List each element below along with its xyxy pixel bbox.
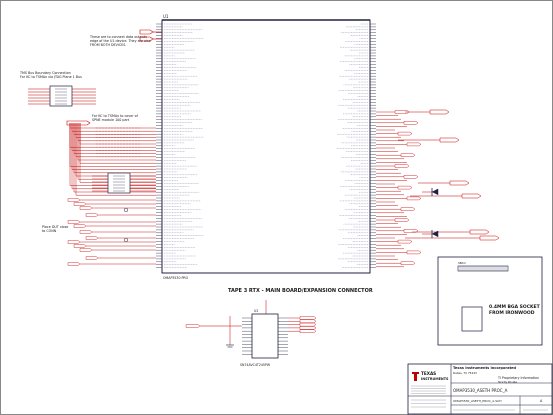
main-connector-part: OMAP3530 PRO: [163, 276, 189, 280]
title-block-address: Dallas, TX 75243: [453, 371, 477, 375]
lower-left-wires: [67, 198, 156, 266]
main-connector: U1 OMAP3530 PRO: [156, 14, 376, 280]
socket-frame: [437, 256, 543, 346]
left-note-3-line-2: to CONN: [42, 229, 57, 233]
bus-wires: [69, 123, 156, 196]
top-note-line-3: FROM BOTH DEVICES.: [90, 43, 126, 47]
main-connector-left-pins: [156, 23, 204, 268]
level-shifter-body: [251, 313, 279, 359]
header-block-2: [92, 172, 156, 194]
top-flag-2: [139, 36, 154, 42]
left-note-2-line-1: For KC to TSMAx to cover of: [92, 114, 139, 118]
socket-strip-label: SBC1: [458, 261, 466, 265]
left-note-3: Place DUT close to CONN: [42, 225, 68, 233]
ti-logo-line-2: INSTRUMENTS: [421, 377, 449, 381]
left-note-3-line-1: Place DUT close: [42, 225, 68, 229]
title-block-doc-no: OMAP3530_ASETH_PROC_A.SCH: [453, 399, 501, 403]
level-shifter-ic: U2 SN74AVC4T245PW: [185, 300, 317, 367]
level-shifter-part: SN74AVC4T245PW: [240, 363, 271, 367]
title-block-copyright-1: TI Proprietary Information: [497, 376, 539, 380]
socket-chip: [461, 306, 483, 332]
title-block-filler-lines: [411, 385, 548, 411]
socket-box: SBC1 0.4MM BGA SOCKET FROM IRONWOOD: [437, 256, 543, 346]
ti-logo-line-1: TEXAS: [421, 371, 436, 376]
title-block: TEXAS INSTRUMENTS Texas Instruments Inco…: [407, 363, 553, 415]
bus-flag-left: [66, 120, 91, 126]
title-block-company: Texas Instruments Incorporated: [453, 366, 517, 370]
title-block-rev: A: [540, 399, 543, 403]
socket-note-line-1: 0.4MM BGA SOCKET: [489, 304, 541, 310]
title-block-title: OMAP3530_ASETH PROC_A: [453, 388, 508, 393]
level-shifter-refdes: U2: [254, 309, 258, 313]
left-note-1-line-1: TMS Bus Boundary Connection: [19, 71, 71, 75]
left-note-2-line-2: SPNE module 100 part: [92, 118, 130, 122]
main-connector-refdes: U1: [163, 14, 169, 19]
ti-logo-icon: [412, 372, 419, 381]
top-note-line-2: edge of the U1 device. They are also: [90, 39, 151, 43]
connector-section-title: TAPE 3 RTX - MAIN BOARD/EXPANSION CONNEC…: [228, 288, 373, 294]
title-block-copyright-2: Strictly Private: [498, 380, 517, 384]
left-note-2: For KC to TSMAx to cover of SPNE module …: [92, 114, 139, 122]
main-connector-right-pins: [336, 23, 376, 268]
left-note-1: TMS Bus Boundary Connection For KC to TS…: [19, 71, 82, 79]
right-side-nets: [376, 109, 500, 268]
main-connector-body: [161, 19, 371, 274]
header-block-1: [28, 85, 96, 107]
title-block-frame: [407, 363, 553, 415]
left-note-1-line-2: For KC to TSMAx via JTAG Plane 1 Bus: [20, 75, 82, 79]
socket-strip: [457, 265, 509, 272]
socket-note-line-2: FROM IRONWOOD: [489, 310, 535, 316]
top-note: These are to connect data outputs edge o…: [89, 29, 162, 47]
top-flag-1: [139, 29, 154, 35]
top-note-line-1: These are to connect data outputs: [89, 35, 147, 39]
